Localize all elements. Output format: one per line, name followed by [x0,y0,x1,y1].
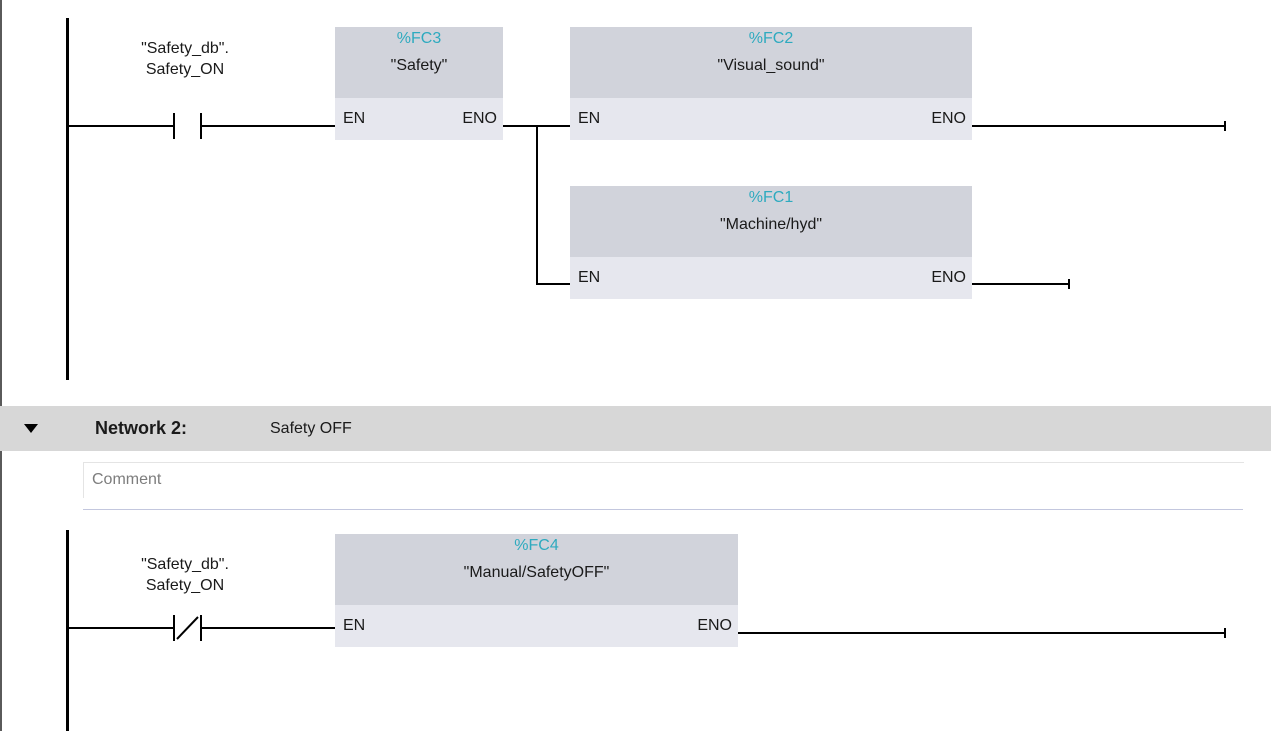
rung-end [1224,628,1226,638]
editor-left-border [0,0,2,731]
rung-wire [66,125,174,127]
block-address: %FC4 [514,537,559,554]
network-comment-field[interactable]: Comment [83,462,1244,498]
branch-wire [536,125,538,285]
pin-eno: ENO [931,110,966,127]
function-block-fc3[interactable]: %FC3 "Safety" EN ENO [335,27,503,140]
power-rail [66,18,69,380]
contact-tag-label: Safety_ON [145,61,225,78]
pin-en: EN [343,110,366,127]
block-address: %FC2 [748,30,794,47]
block-name: "Machine/hyd" [719,216,823,233]
network-title: Network 2: [95,418,188,438]
block-name: "Safety" [390,57,448,74]
function-block-fc1[interactable]: %FC1 "Machine/hyd" EN ENO [570,186,972,299]
contact-tag-label: Safety_ON [145,577,225,594]
block-address: %FC3 [396,30,442,47]
contact-db-label: "Safety_db". [141,556,229,573]
rung-wire [972,283,1070,285]
pin-en: EN [578,269,601,286]
pin-eno: ENO [697,617,732,634]
network-description[interactable]: Safety OFF [270,420,352,437]
divider [83,509,1243,510]
block-address: %FC1 [748,189,794,206]
comment-placeholder: Comment [92,471,162,488]
rung-wire [738,632,1226,634]
rung-wire [201,125,335,127]
contact-db-label: "Safety_db". [141,40,229,57]
rung-wire [201,627,335,629]
triangle-down-icon[interactable] [24,424,38,433]
function-block-fc4[interactable]: %FC4 "Manual/SafetyOFF" EN ENO [335,534,738,647]
pin-eno: ENO [931,269,966,286]
rung-wire [972,125,1226,127]
block-name: "Manual/SafetyOFF" [463,564,610,581]
contact-operand: "Safety_db". Safety_ON [105,38,265,80]
power-rail [66,530,69,731]
branch-wire [536,283,570,285]
pin-eno: ENO [462,110,497,127]
rung-end [1068,279,1070,289]
function-block-fc2[interactable]: %FC2 "Visual_sound" EN ENO [570,27,972,140]
pin-en: EN [343,617,366,634]
block-name: "Visual_sound" [717,57,825,74]
rung-end [1224,121,1226,131]
pin-en: EN [578,110,601,127]
contact-operand: "Safety_db". Safety_ON [105,554,265,596]
rung-wire [66,627,174,629]
network-2-header[interactable]: Network 2: Safety OFF [0,406,1271,451]
